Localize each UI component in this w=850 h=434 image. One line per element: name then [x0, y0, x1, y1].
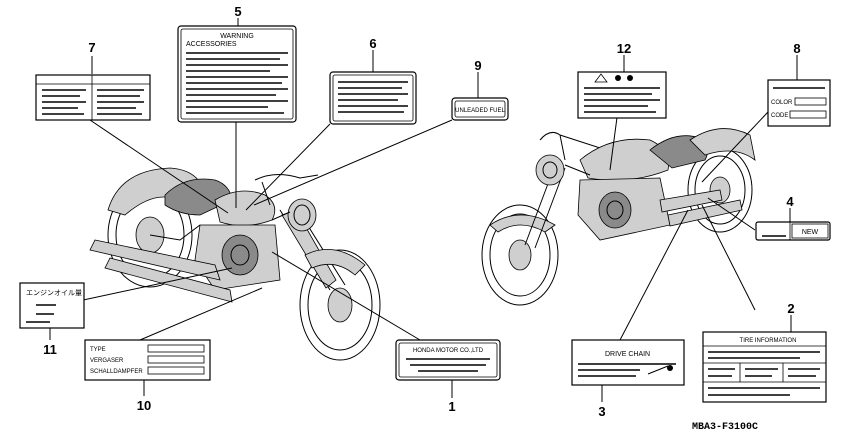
tire-info-text: TIRE INFORMATION — [740, 338, 797, 344]
label-2-tire-information: TIRE INFORMATION — [702, 331, 827, 403]
label-3-drive-chain: DRIVE CHAIN — [571, 339, 685, 386]
schalldampfer-text: SCHALLDAMPFER — [90, 369, 143, 375]
callout-12: 12 — [617, 41, 631, 56]
label-4-new: NEW — [755, 221, 831, 241]
label-1-honda: HONDA MOTOR CO.,LTD — [395, 339, 501, 381]
left-motorcycle-illustration — [89, 167, 381, 361]
warning-text: WARNING — [220, 33, 254, 40]
type-text: TYPE — [90, 347, 106, 353]
leader-lines — [49, 18, 798, 402]
code-text: CODE — [771, 113, 788, 119]
unleaded-fuel-text: UNLEADED FUEL — [455, 108, 505, 114]
callout-numbers: 7 5 6 9 12 8 4 2 3 1 10 11 — [43, 4, 800, 419]
label-7 — [35, 74, 151, 121]
label-5-warning: WARNING ACCESSORIES — [177, 25, 297, 123]
label-10-type: TYPE VERGASER SCHALLDAMPFER — [84, 339, 211, 381]
accessories-text: ACCESSORIES — [186, 41, 237, 48]
part-code: MBA3-F3100C — [692, 422, 758, 433]
vergaser-text: VERGASER — [90, 358, 124, 364]
callout-8: 8 — [793, 41, 800, 56]
callout-5: 5 — [234, 4, 241, 19]
label-11-engine-oil: エンジンオイル量 — [19, 282, 85, 329]
callout-4: 4 — [786, 194, 794, 209]
callout-1: 1 — [448, 399, 455, 414]
callout-10: 10 — [137, 398, 151, 413]
right-motorcycle-illustration — [481, 128, 756, 306]
callout-9: 9 — [474, 58, 481, 73]
new-text: NEW — [802, 229, 819, 236]
honda-text: HONDA MOTOR CO.,LTD — [413, 348, 484, 354]
label-9-unleaded-fuel: UNLEADED FUEL — [451, 97, 509, 121]
label-8-color-code: COLOR CODE — [767, 79, 831, 127]
callout-7: 7 — [88, 40, 95, 55]
callout-6: 6 — [369, 36, 376, 51]
label-6 — [329, 71, 417, 125]
drive-chain-text: DRIVE CHAIN — [605, 351, 650, 358]
callout-3: 3 — [598, 404, 605, 419]
callout-2: 2 — [787, 301, 794, 316]
callout-11: 11 — [43, 342, 57, 357]
engine-oil-text: エンジンオイル量 — [26, 289, 82, 297]
label-12 — [577, 71, 667, 119]
color-text: COLOR — [771, 100, 793, 106]
